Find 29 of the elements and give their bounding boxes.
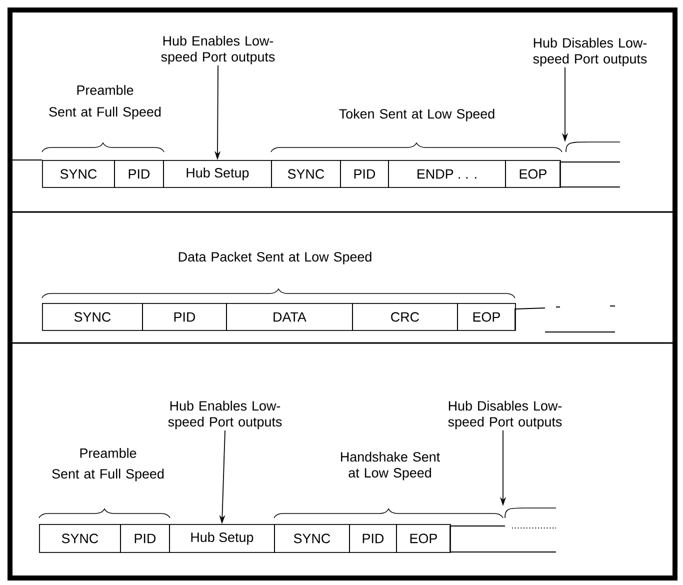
annotation: Hub Disables Low-speed Port outputs bbox=[533, 38, 647, 66]
brace-label: Preamble bbox=[77, 85, 134, 95]
packet-field: PID bbox=[114, 160, 164, 188]
packet-field: DATA bbox=[226, 303, 353, 331]
packet-field: CRC bbox=[352, 303, 458, 331]
brace-label: Sent at Full Speed bbox=[52, 468, 164, 482]
brace-label: Handshake Sent at Low Speed bbox=[341, 452, 440, 480]
brace-label: Sent at Full Speed bbox=[49, 106, 161, 120]
packet-field: SYNC bbox=[42, 303, 143, 331]
packet-field: SYNC bbox=[274, 524, 350, 553]
packet-field: SYNC bbox=[271, 160, 341, 188]
packet-field: PID bbox=[120, 524, 170, 553]
packet-field: PID bbox=[142, 303, 227, 331]
packet-field: PID bbox=[340, 160, 389, 188]
brace-label: Preamble bbox=[80, 448, 136, 458]
packet-field: SYNC bbox=[39, 524, 121, 553]
packet-field: Hub Setup bbox=[163, 160, 272, 188]
packet-field: EOP bbox=[457, 303, 516, 331]
packet-field: ENDP . . . bbox=[388, 160, 506, 188]
annotation: Hub Disables Low-speed Port outputs bbox=[448, 400, 562, 430]
packet-field: Hub Setup bbox=[169, 524, 275, 553]
packet-field: PID bbox=[349, 524, 397, 553]
packet-field: EOP bbox=[396, 524, 451, 553]
annotation: Hub Enables Low-speed Port outputs bbox=[161, 36, 275, 64]
brace-label: Token Sent at Low Speed bbox=[339, 108, 494, 122]
packet-field: SYNC bbox=[42, 160, 115, 188]
brace-label: Data Packet Sent at Low Speed bbox=[178, 252, 372, 264]
packet-field: EOP bbox=[505, 160, 561, 188]
annotation: Hub Enables Low-speed Port outputs bbox=[168, 400, 282, 430]
